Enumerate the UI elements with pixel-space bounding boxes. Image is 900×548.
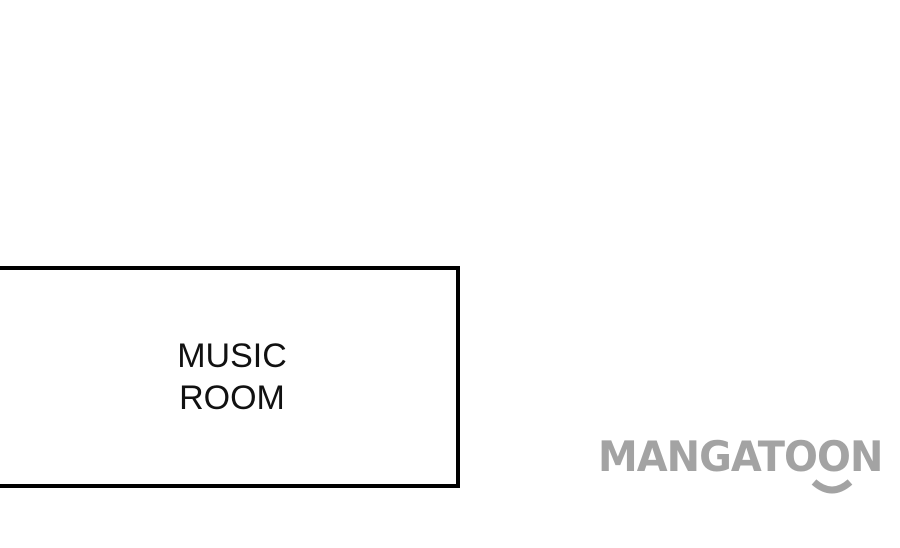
location-caption: MUSIC ROOM <box>169 335 287 419</box>
caption-line-1: MUSIC <box>177 337 287 375</box>
smile-icon <box>811 479 853 494</box>
caption-box: MUSIC ROOM <box>0 266 460 488</box>
mangatoon-watermark: MANGATOON <box>598 432 900 502</box>
caption-line-2: ROOM <box>179 379 285 417</box>
watermark-text: MANGATOON <box>598 432 883 481</box>
